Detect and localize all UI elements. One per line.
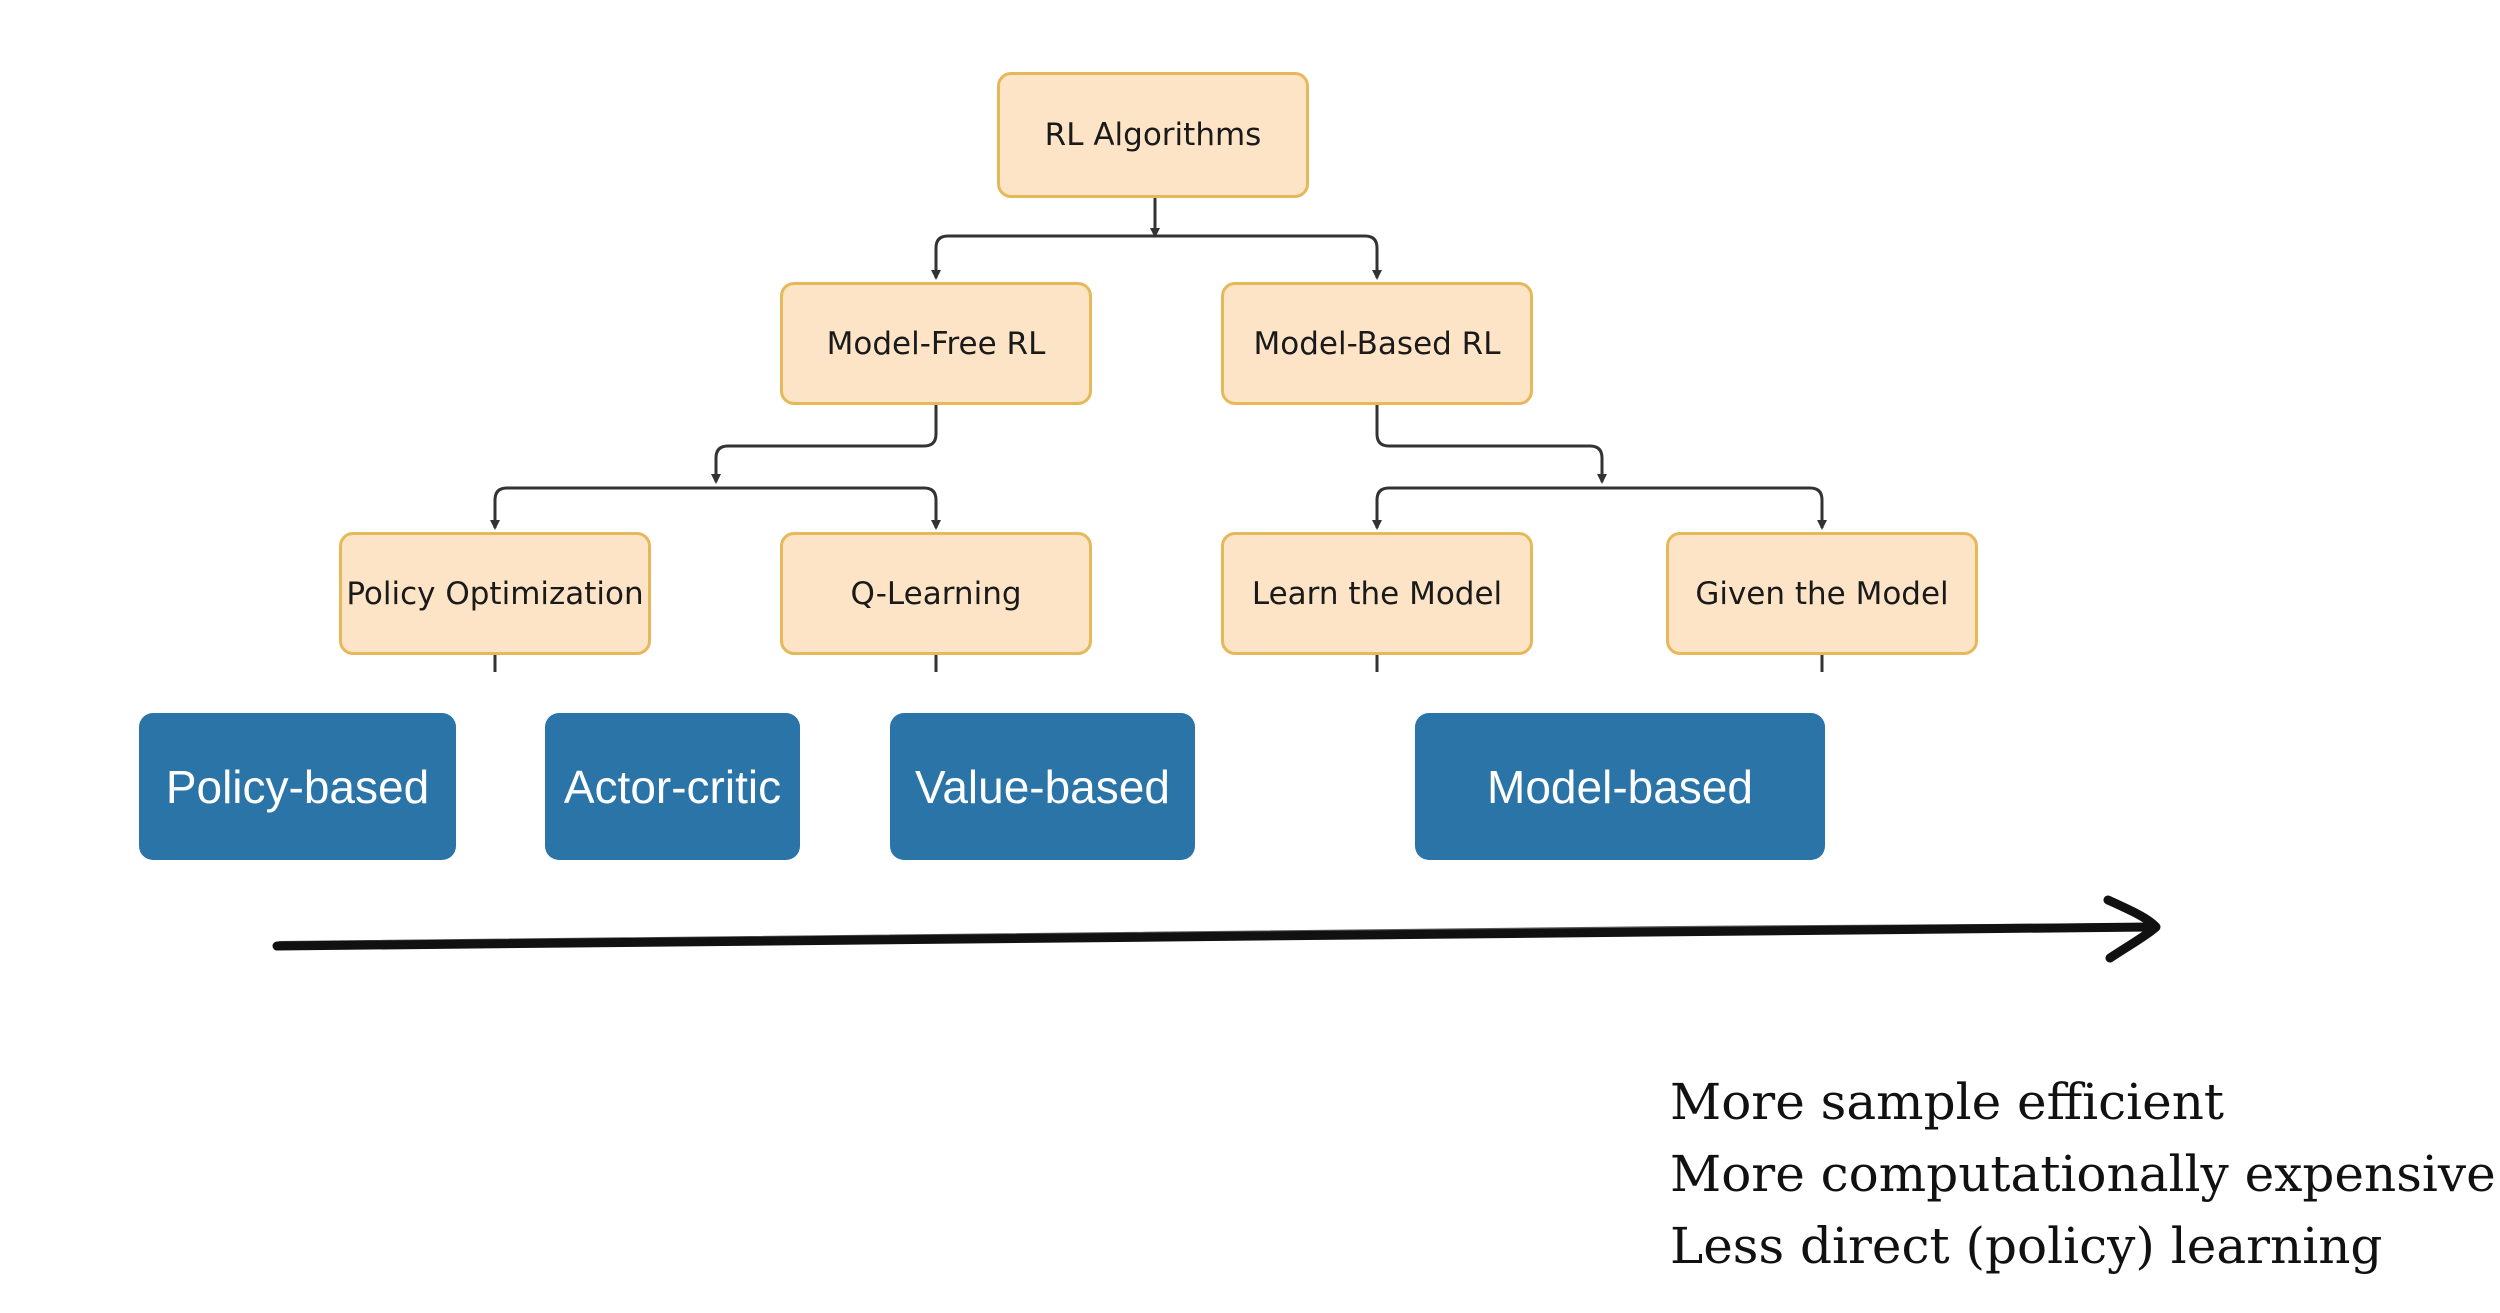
progression-arrow: [272, 895, 2161, 963]
node-rl-algorithms: RL Algorithms: [997, 72, 1309, 198]
note-line-3: Less direct (policy) learning: [1670, 1217, 2383, 1275]
category-model-based: Model-based: [1415, 713, 1825, 860]
connector-model-based: [1372, 405, 1827, 530]
arrow-notes: More sample efficient More computational…: [1670, 1066, 2496, 1282]
connector-model-free: [490, 405, 941, 530]
note-line-2: More computationally expensive: [1670, 1145, 2496, 1203]
node-model-based-rl: Model-Based RL: [1221, 282, 1533, 405]
category-actor-critic: Actor-critic: [545, 713, 800, 860]
note-line-1: More sample efficient: [1670, 1073, 2225, 1131]
node-given-the-model: Given the Model: [1666, 532, 1978, 655]
node-model-free-rl: Model-Free RL: [780, 282, 1092, 405]
category-value-based: Value-based: [890, 713, 1195, 860]
node-q-learning: Q-Learning: [780, 532, 1092, 655]
connector-stubs: [493, 655, 1824, 672]
node-policy-optimization: Policy Optimization: [339, 532, 651, 655]
node-learn-the-model: Learn the Model: [1221, 532, 1533, 655]
connector-root: [931, 198, 1382, 280]
category-policy-based: Policy-based: [139, 713, 456, 860]
